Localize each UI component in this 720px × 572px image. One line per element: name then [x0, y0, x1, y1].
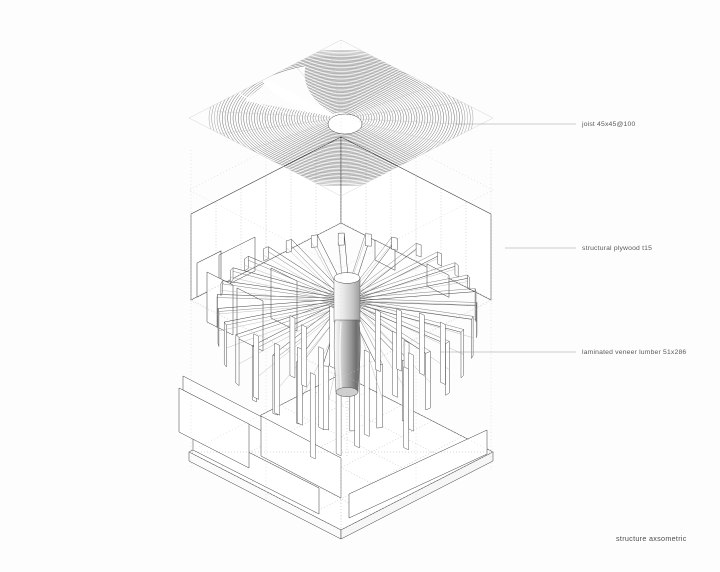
drawing-caption: structure axsometric — [616, 534, 687, 543]
annotation-joist: joist 45x45@100 — [455, 121, 635, 128]
annotation-label-joist: joist 45x45@100 — [581, 121, 635, 128]
annotation-label-plywood: structural plywood t15 — [582, 245, 652, 252]
annotation-layer: joist 45x45@100 structural plywood t15 lam… — [440, 121, 686, 356]
annotation-plywood: structural plywood t15 — [505, 245, 652, 252]
central-column — [333, 272, 361, 458]
annotation-lvl: laminated veneer lumber 51x286 — [440, 349, 686, 356]
lvl-radial-beam-layer — [216, 232, 478, 460]
construction-guides — [188, 40, 494, 531]
annotation-label-lvl: laminated veneer lumber 51x286 — [582, 349, 686, 356]
